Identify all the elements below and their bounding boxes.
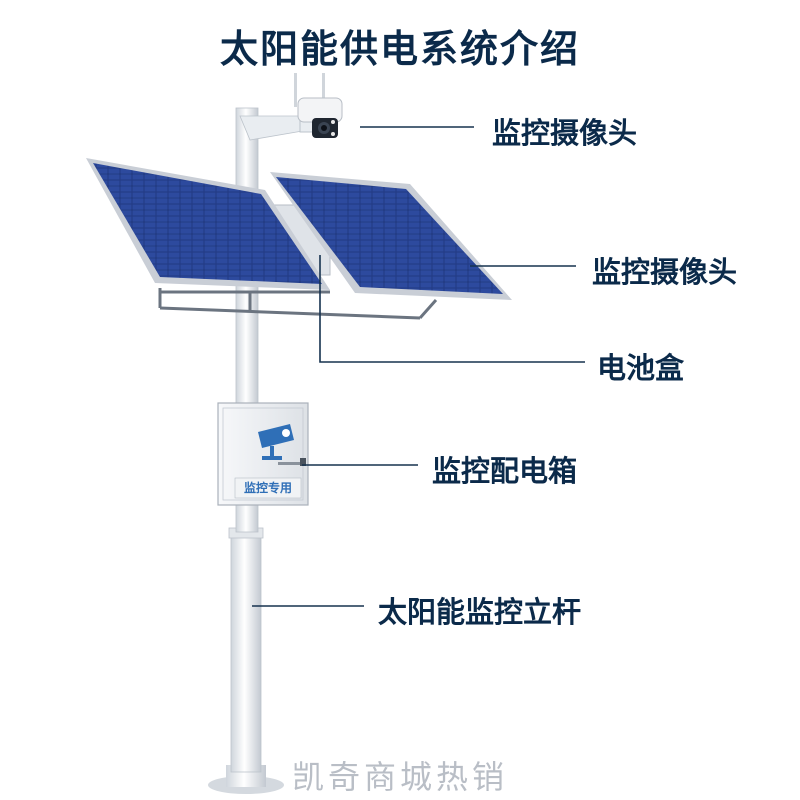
label-distribution-box: 监控配电箱 (432, 454, 578, 488)
solar-panel-left (86, 158, 330, 290)
cctv-camera-icon (258, 424, 294, 460)
label-camera-top: 监控摄像头 (492, 116, 638, 150)
label-battery-box: 电池盒 (597, 351, 685, 385)
leader-battery-box (319, 255, 585, 363)
panel-support-frame (158, 288, 438, 320)
page-title: 太阳能供电系统介绍 (219, 27, 580, 71)
leader-lines (252, 126, 585, 607)
watermark: 凯奇商城热销 (291, 758, 508, 796)
distribution-box (217, 402, 309, 506)
pole-lower (230, 531, 262, 773)
bullet-camera-icon (294, 73, 343, 138)
solar-panel-right (270, 172, 512, 300)
box-plate-text: 监控专用 (243, 481, 292, 495)
label-pole: 太阳能监控立杆 (378, 595, 582, 629)
label-camera-panel: 监控摄像头 (592, 255, 738, 289)
